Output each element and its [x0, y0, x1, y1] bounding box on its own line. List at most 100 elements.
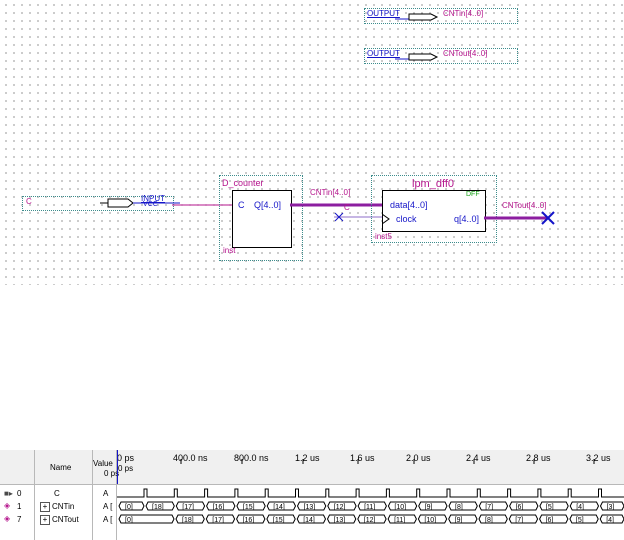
bus-value: [9]: [455, 517, 463, 524]
output-pin-shape: [395, 13, 439, 21]
bus-cntin[interactable]: [290, 200, 386, 210]
bus-value: [7]: [485, 504, 493, 511]
start-marker: 0 ps: [118, 464, 134, 473]
time-label: 0 ps: [117, 453, 135, 463]
row-name: CNTin: [52, 502, 75, 511]
bus-segment: [3]: [599, 501, 624, 511]
bus-value: [3]: [607, 504, 615, 511]
lpm-dff-block[interactable]: lpm_dff0 DFF data[4..0] clock q[4..0] in…: [371, 175, 497, 243]
time-axis: 0 ps 400.0 ns 800.0 ns 1.2 us 1.6 us 2.0…: [117, 450, 624, 484]
bus-segment: [5]: [539, 501, 569, 511]
time-label: 1.2 us: [295, 453, 320, 463]
d-counter-port-c: C: [238, 200, 245, 210]
name-column-header[interactable]: Name: [50, 463, 72, 472]
input-pin-shape: [100, 198, 180, 208]
value-column-header[interactable]: Value: [93, 459, 113, 468]
bus-segment: [10]: [387, 501, 418, 511]
input-pin-icon: ■▸: [4, 489, 13, 498]
output-pin-type-label: OUTPUT: [367, 9, 400, 18]
signal-label-c: C: [344, 203, 350, 212]
bus-value: [18]: [152, 504, 164, 511]
expand-button[interactable]: +: [40, 515, 50, 525]
time-label: 2.4 us: [466, 453, 491, 463]
d-counter-block[interactable]: D_counter C Q[4..0] inst: [219, 175, 303, 261]
d-counter-title: D_counter: [222, 178, 264, 188]
bus-segment: [9]: [418, 501, 448, 511]
signal-row[interactable]: ◈ 1 + CNTin A [: [0, 501, 118, 512]
waveform-traces[interactable]: [0][18][17][16][15][14][13][12][11][10][…: [117, 484, 624, 540]
signal-row[interactable]: ■▸ 0 C A: [0, 488, 118, 498]
lpm-dff-tag: DFF: [466, 191, 480, 198]
bus-value: [12]: [364, 517, 376, 524]
bus-segment: [14]: [296, 514, 327, 524]
bus-segment: [6]: [509, 501, 539, 511]
bus-segment: [17]: [175, 501, 206, 511]
row-value: A [: [103, 502, 113, 511]
wire-c[interactable]: [172, 200, 234, 210]
output-pin-icon: ◈: [4, 514, 11, 523]
bus-value: [16]: [243, 517, 255, 524]
bus-segment: [8]: [478, 514, 508, 524]
bus-segment: [13]: [296, 501, 327, 511]
bus-segment: [11]: [357, 501, 387, 511]
d-counter-body: [232, 190, 292, 248]
time-label: 400.0 ns: [173, 453, 208, 463]
bus-segment: [11]: [387, 514, 417, 524]
output-pin-name: CNTin[4..0]: [443, 9, 484, 18]
expand-button[interactable]: +: [40, 502, 50, 512]
row-value: A [: [103, 515, 113, 524]
bus-value: [14]: [303, 517, 315, 524]
output-pin-cntin[interactable]: OUTPUT CNTin[4..0]: [364, 8, 518, 24]
signal-row[interactable]: ◈ 7 + CNTout A [: [0, 514, 118, 525]
bus-value: [8]: [455, 504, 463, 511]
value-column-sub: 0 ps: [104, 469, 120, 478]
time-label: 1.6 us: [350, 453, 375, 463]
bus-segment: [7]: [508, 514, 539, 524]
signal-label-cntin: CNTin[4..0]: [310, 188, 351, 197]
index-column: [0, 450, 35, 540]
bus-value: [0]: [125, 517, 133, 524]
bus-value: [13]: [334, 517, 346, 524]
bus-segment: [4]: [569, 501, 600, 511]
output-pin-cntout[interactable]: OUTPUT CNTout[4..0]: [364, 48, 518, 64]
bus-value: [14]: [273, 504, 285, 511]
lpm-dff-body: [382, 190, 486, 232]
clock-triangle-icon: [382, 213, 390, 225]
bus-segment: [4]: [599, 514, 624, 524]
bus-value: [17]: [182, 504, 194, 511]
bus-value: [6]: [516, 504, 524, 511]
bus-value: [0]: [125, 504, 133, 511]
bus-segment: [0]: [118, 514, 175, 524]
bus-segment: [13]: [326, 514, 357, 524]
row-index: 1: [17, 502, 22, 511]
d-counter-inst: inst: [223, 246, 236, 255]
bus-segment: [17]: [205, 514, 236, 524]
bus-value: [5]: [546, 504, 554, 511]
bus-value: [11]: [364, 504, 375, 511]
row-name: CNTout: [52, 515, 79, 524]
bus-segment: [6]: [539, 514, 569, 524]
bus-cntout[interactable]: [484, 211, 556, 225]
wire-clock[interactable]: [334, 212, 386, 222]
bus-value: [10]: [394, 504, 406, 511]
value-column: [92, 450, 117, 540]
bus-value: [12]: [334, 504, 346, 511]
bus-segment: [16]: [236, 514, 266, 524]
bus-segment: [10]: [417, 514, 448, 524]
input-pin-name: C: [26, 197, 32, 206]
lpm-dff-port-clock: clock: [396, 214, 417, 224]
bus-value: [16]: [213, 504, 225, 511]
output-pin-type-label: OUTPUT: [367, 49, 400, 58]
bus-value: [7]: [515, 517, 523, 524]
waveform-panel[interactable]: Name Value 0 ps 0 ps 400.0 ns 800.0 ns 1…: [0, 450, 624, 540]
bus-value: [17]: [212, 517, 224, 524]
bus-segment: [7]: [478, 501, 509, 511]
output-pin-icon: ◈: [4, 501, 11, 510]
schematic-canvas[interactable]: OUTPUT CNTin[4..0] OUTPUT CNTout[4..0] C…: [0, 0, 624, 285]
bus-segment: [5]: [569, 514, 599, 524]
time-label: 2.8 us: [526, 453, 551, 463]
time-label: 3.2 us: [586, 453, 611, 463]
output-pin-name: CNTout[4..0]: [443, 49, 488, 58]
bus-value: [4]: [606, 517, 614, 524]
bus-value: [10]: [424, 517, 436, 524]
